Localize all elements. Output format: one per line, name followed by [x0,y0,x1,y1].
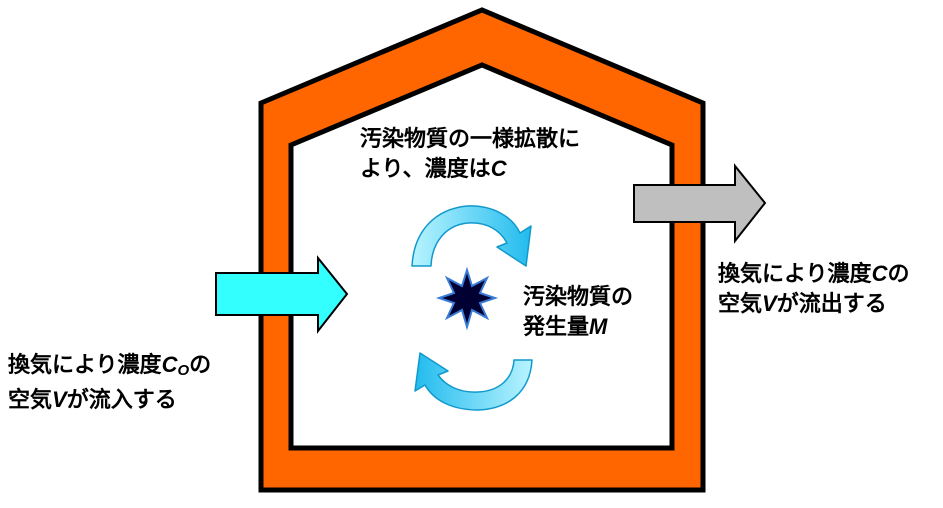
outflow-arrow [633,163,767,244]
diffusion-label: 汚染物質の一様拡散に より、濃度はC [360,125,580,184]
inflow-arrow [215,255,349,334]
outflow-volume-symbol: V [762,291,777,316]
house-wall [258,7,706,493]
circulation-arrow-top [411,205,532,267]
diffusion-label-line2: より、濃度はC [360,156,507,182]
inflow-concentration-symbol: C [161,352,178,377]
inflow-label: 換気により濃度COの 空気Vが流入する [8,350,211,415]
inflow-label-line1: 換気により濃度COの [8,352,212,379]
inflow-concentration-subscript: O [177,362,190,379]
outflow-concentration-symbol: C [871,261,888,286]
outflow-label: 換気により濃度Cの 空気Vが流出する [718,259,909,319]
circulation-arrow-bottom [414,352,533,411]
inflow-label-line2: 空気Vが流入する [8,387,177,413]
inflow-volume-symbol: V [52,387,67,412]
diffusion-label-line1: 汚染物質の一様拡散に [360,127,581,152]
outflow-label-line1: 換気により濃度Cの [718,261,910,287]
generation-rate-symbol: M [589,314,608,339]
starburst-icon [435,266,499,331]
source-label: 汚染物質の 発生量M [523,283,633,342]
source-label-line2: 発生量M [523,314,608,340]
source-label-line1: 汚染物質の [523,285,634,310]
outflow-label-line2: 空気Vが流出する [718,291,887,317]
indoor-concentration-symbol: C [490,156,507,181]
